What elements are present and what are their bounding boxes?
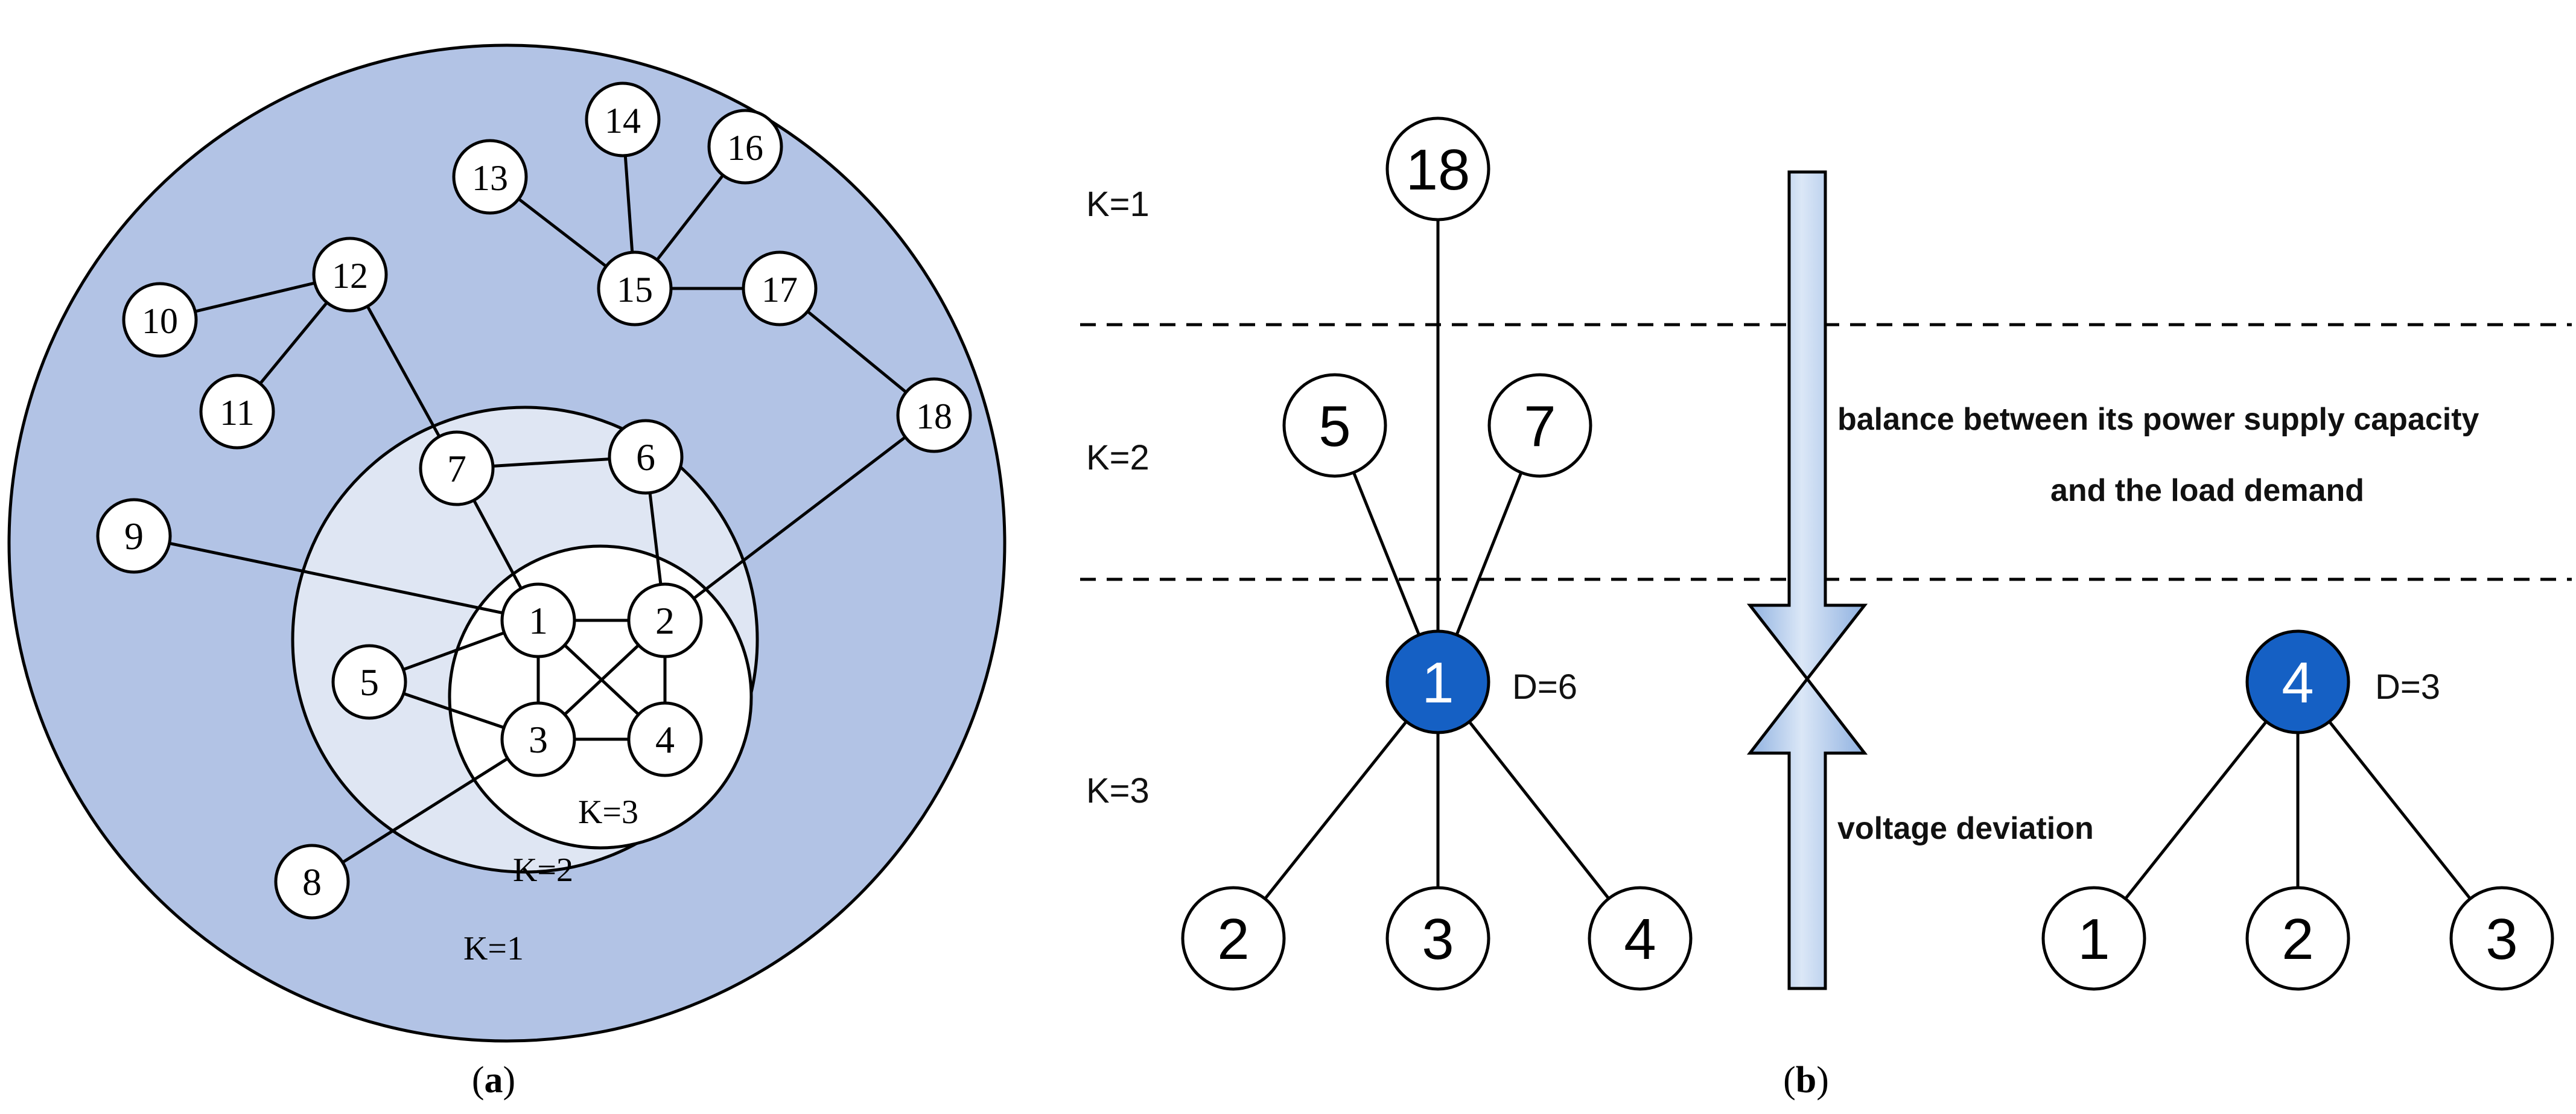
node-17: 17 — [742, 250, 818, 326]
caption-a: (a) — [472, 1060, 515, 1101]
right-tree: 1 2 3 4 D=3 — [2041, 629, 2554, 991]
arrow-text-top-line1: balance between its power supply capacit… — [1837, 402, 2479, 437]
left-tree: 18 5 7 2 3 4 1 D=6 — [1181, 116, 1693, 991]
layer-label-k3: K=3 — [1086, 771, 1150, 810]
node-label: 8 — [302, 861, 322, 903]
down-arrow-icon — [1746, 170, 1868, 682]
node-label: 11 — [220, 393, 255, 433]
node-label: 14 — [605, 101, 641, 141]
node-label: 4 — [655, 718, 675, 761]
node-label: 1 — [1422, 651, 1454, 715]
node-label: 5 — [1318, 394, 1350, 459]
shell-k3-label: K=3 — [578, 794, 638, 831]
svg-text:(a): (a) — [472, 1060, 515, 1101]
layer-label-k2: K=2 — [1086, 438, 1150, 477]
node-label: 1 — [2078, 907, 2110, 972]
node-9: 9 — [96, 498, 172, 574]
caption-a-letter: a — [485, 1060, 503, 1101]
node-label: 7 — [1524, 394, 1556, 459]
caption-b: (b) — [1783, 1060, 1829, 1101]
node-label: 12 — [332, 256, 368, 296]
node-label: 6 — [636, 436, 655, 479]
right-tree-edge-4-3 — [2297, 681, 2503, 940]
node-label: 17 — [762, 270, 798, 310]
panel-b: K=1 K=2 K=3 18 5 7 2 3 4 1 D=6 balance between… — [1080, 116, 2572, 991]
node-label: 1 — [529, 599, 548, 642]
node-5: 5 — [331, 644, 407, 720]
node-4: 4 — [627, 701, 703, 777]
left-tree-node-7: 7 — [1487, 373, 1592, 478]
node-label: 7 — [447, 447, 466, 490]
right-tree-center-node-4: 4 — [2245, 629, 2350, 734]
node-1: 1 — [500, 582, 576, 658]
edge-1-9 — [133, 534, 539, 622]
arrow-text-bottom: voltage deviation — [1837, 811, 2094, 846]
right-tree-node-1: 1 — [2041, 886, 2146, 991]
left-tree-node-3: 3 — [1385, 886, 1490, 991]
shell-k2-label: K=2 — [513, 851, 573, 889]
node-10: 10 — [122, 282, 198, 358]
caption-b-letter: b — [1796, 1060, 1816, 1101]
right-tree-degree-label: D=3 — [2375, 667, 2440, 707]
node-7: 7 — [419, 430, 495, 506]
node-12: 12 — [312, 237, 388, 313]
node-label: 4 — [2282, 651, 2314, 715]
left-tree-node-5: 5 — [1282, 373, 1387, 478]
right-tree-node-3: 3 — [2449, 886, 2554, 991]
left-tree-node-2: 2 — [1181, 886, 1286, 991]
node-16: 16 — [707, 109, 783, 185]
right-tree-edge-4-1 — [2093, 681, 2299, 940]
node-label: 9 — [124, 515, 144, 558]
left-tree-node-4: 4 — [1588, 886, 1693, 991]
node-label: 18 — [1406, 138, 1471, 202]
shell-k1-label: K=1 — [463, 930, 524, 967]
edge-3-8 — [311, 737, 539, 883]
node-label: 2 — [655, 599, 675, 642]
node-11: 11 — [199, 374, 275, 450]
node-label: 2 — [2282, 907, 2314, 972]
node-15: 15 — [597, 250, 673, 326]
node-label: 13 — [472, 158, 508, 198]
node-label: 15 — [617, 270, 653, 310]
node-label: 2 — [1217, 907, 1249, 972]
node-14: 14 — [585, 81, 661, 158]
node-label: 16 — [727, 128, 763, 168]
node-label: 4 — [1624, 907, 1656, 972]
edge-2-18 — [664, 414, 935, 622]
svg-text:(b): (b) — [1783, 1060, 1829, 1101]
left-tree-center-node-1: 1 — [1385, 629, 1490, 734]
node-label: 3 — [2485, 907, 2517, 972]
node-6: 6 — [608, 419, 684, 495]
node-label: 10 — [142, 301, 178, 341]
node-label: 3 — [1422, 907, 1454, 972]
node-3: 3 — [500, 701, 576, 777]
node-13: 13 — [452, 139, 528, 215]
left-tree-edge-1-4 — [1437, 681, 1641, 940]
node-label: 5 — [360, 661, 379, 704]
left-tree-node-18: 18 — [1385, 116, 1490, 221]
node-label: 18 — [916, 396, 952, 436]
layer-label-k1: K=1 — [1086, 185, 1150, 224]
node-8: 8 — [274, 844, 350, 920]
right-tree-node-2: 2 — [2245, 886, 2350, 991]
arrow-text-top-line2: and the load demand — [2050, 473, 2364, 508]
node-2: 2 — [627, 582, 703, 658]
left-tree-edge-1-2 — [1232, 681, 1439, 940]
up-arrow-icon — [1746, 676, 1868, 990]
left-tree-degree-label: D=6 — [1512, 667, 1577, 707]
opposing-arrows — [1746, 170, 1868, 990]
node-18: 18 — [896, 377, 972, 453]
node-label: 3 — [529, 718, 548, 761]
